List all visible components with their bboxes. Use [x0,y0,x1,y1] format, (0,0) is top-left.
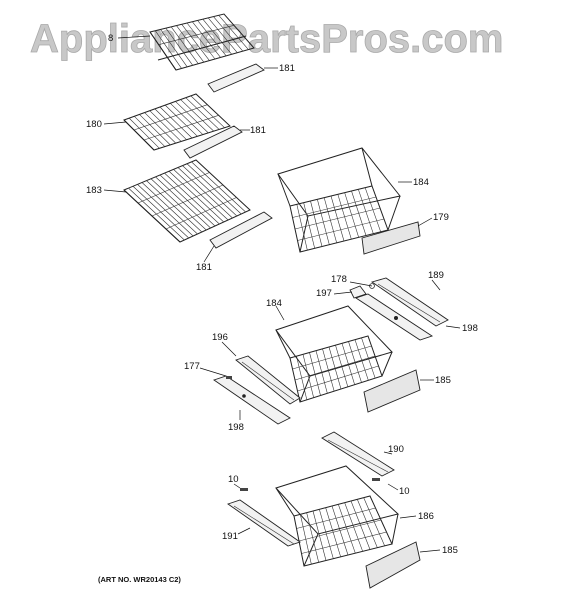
callout-197: 197 [316,288,332,299]
callout-198-right: 198 [462,323,478,334]
basket-front-panel-middle[interactable] [363,369,421,413]
callout-181-top: 181 [279,63,295,74]
slide-rail-191[interactable] [227,499,301,547]
callout-177: 177 [184,361,200,372]
callout-8: 8 [108,33,113,44]
callout-180: 180 [86,119,102,130]
watermark-text: AppliancePartsPros.com [30,17,504,61]
shelf-trim-middle[interactable] [183,125,243,159]
shelf-trim-top[interactable] [207,63,265,93]
fastener-178[interactable] [369,283,375,289]
callout-185-middle: 185 [435,375,451,386]
wire-shelf-middle[interactable] [123,93,231,151]
callout-191: 191 [222,531,238,542]
callout-198-left: 198 [228,422,244,433]
callout-10-right: 10 [399,486,410,497]
slide-rail-190[interactable] [321,431,395,477]
wire-basket-upper[interactable] [277,147,401,253]
callout-184-middle: 184 [266,298,282,309]
callout-190: 190 [388,444,404,455]
callout-185-lower: 185 [442,545,458,556]
callout-186: 186 [418,511,434,522]
callout-189: 189 [428,270,444,281]
wire-basket-lower[interactable] [275,465,400,567]
callout-183: 183 [86,185,102,196]
callout-181-lower: 181 [196,262,212,273]
slide-rail-198-left[interactable] [213,375,291,425]
leader-lines [103,35,461,553]
callout-181-middle: 181 [250,125,266,136]
fastener-10-right[interactable] [372,478,380,481]
slide-rail-196[interactable] [235,355,301,405]
basket-front-panel-upper[interactable] [361,221,421,255]
wire-shelf-top[interactable] [149,13,255,71]
basket-front-panel-lower[interactable] [365,541,421,589]
wire-basket-middle[interactable] [275,305,393,403]
fastener-10-left[interactable] [240,488,248,491]
callout-184-upper: 184 [413,177,429,188]
callout-178: 178 [331,274,347,285]
slide-rail-189[interactable] [370,277,449,327]
rail-bracket-197[interactable] [349,285,367,299]
art-number: (ART NO. WR20143 C2) [98,575,181,584]
slide-rail-198-right[interactable] [354,293,434,341]
callout-10-left: 10 [228,474,239,485]
callout-179: 179 [433,212,449,223]
shelf-trim-lower[interactable] [209,211,273,249]
callout-196: 196 [212,332,228,343]
wire-shelf-lower[interactable] [123,159,251,243]
fastener-177[interactable] [226,376,232,379]
